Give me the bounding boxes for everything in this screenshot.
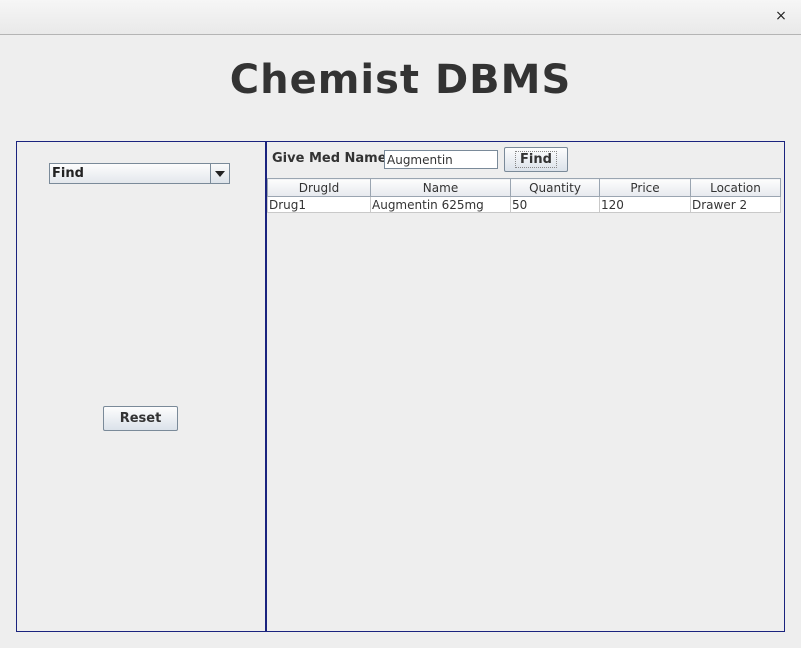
app-title: Chemist DBMS [229,57,572,103]
column-header-name[interactable]: Name [370,178,511,197]
cell-drugid[interactable]: Drug1 [267,196,371,213]
med-name-label: Give Med Name [272,151,387,166]
find-button-label: Find [515,151,557,168]
right-panel [265,141,785,632]
column-header-price[interactable]: Price [599,178,691,197]
results-table-area[interactable]: DrugId Name Quantity Price Location Drug… [267,178,781,629]
find-button[interactable]: Find [504,147,568,172]
results-table: DrugId Name Quantity Price Location Drug… [267,178,781,213]
cell-quantity[interactable]: 50 [510,196,600,213]
med-name-input[interactable] [384,150,498,169]
table-header-row: DrugId Name Quantity Price Location [267,178,781,197]
left-panel [16,141,266,632]
cell-name[interactable]: Augmentin 625mg [370,196,511,213]
cell-location[interactable]: Drawer 2 [690,196,781,213]
close-icon[interactable]: × [775,8,787,24]
mode-select[interactable]: Find [49,163,230,184]
window-titlebar: × [0,0,801,35]
cell-price[interactable]: 120 [599,196,691,213]
column-header-drugid[interactable]: DrugId [267,178,371,197]
table-row[interactable]: Drug1 Augmentin 625mg 50 120 Drawer 2 [267,196,781,213]
mode-select-value: Find [52,166,84,181]
chevron-down-icon[interactable] [210,164,229,183]
column-header-location[interactable]: Location [690,178,781,197]
column-header-quantity[interactable]: Quantity [510,178,600,197]
reset-button[interactable]: Reset [103,406,178,431]
